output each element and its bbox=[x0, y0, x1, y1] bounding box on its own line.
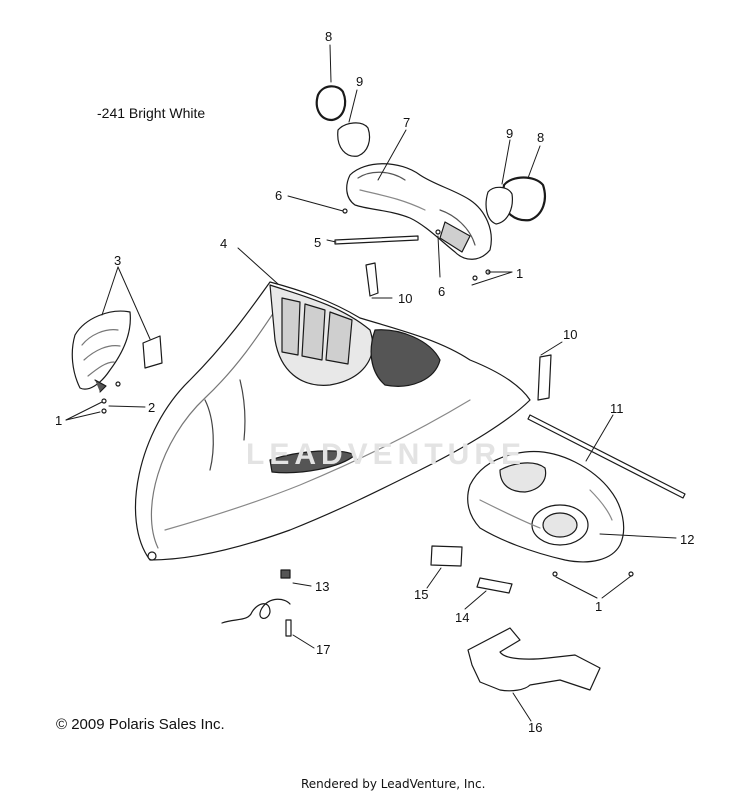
plate-part-16 bbox=[467, 627, 601, 692]
decal-part-15 bbox=[430, 545, 463, 567]
bolt-part-17 bbox=[285, 619, 292, 637]
clip-part-10a bbox=[365, 262, 379, 297]
decal-part-14 bbox=[476, 577, 513, 594]
callout-6b: 6 bbox=[438, 284, 446, 299]
callout-4: 4 bbox=[220, 236, 228, 251]
housing-part-12 bbox=[467, 450, 625, 563]
callout-9a: 9 bbox=[356, 74, 364, 89]
clip-part-10b bbox=[537, 354, 552, 401]
callout-11: 11 bbox=[610, 401, 624, 416]
callout-1a: 1 bbox=[55, 413, 63, 428]
lens-part-9b bbox=[485, 186, 513, 225]
callout-1b: 1 bbox=[516, 266, 524, 281]
callout-15: 15 bbox=[414, 587, 429, 602]
callout-16: 16 bbox=[528, 720, 543, 735]
callout-2: 2 bbox=[148, 400, 156, 415]
small-fasteners bbox=[101, 208, 634, 577]
callout-5: 5 bbox=[314, 235, 322, 250]
callout-9b: 9 bbox=[506, 126, 514, 141]
callout-10b: 10 bbox=[563, 327, 578, 342]
callout-8a: 8 bbox=[325, 29, 333, 44]
side-panel-part-3 bbox=[71, 310, 131, 393]
callout-7: 7 bbox=[403, 115, 411, 130]
wire-harness bbox=[221, 598, 291, 624]
callout-6a: 6 bbox=[275, 188, 283, 203]
decal-part-3 bbox=[142, 335, 163, 369]
callout-3: 3 bbox=[114, 253, 122, 268]
hood-part-4 bbox=[134, 281, 531, 561]
callout-14: 14 bbox=[455, 610, 470, 625]
copyright-notice: © 2009 Polaris Sales Inc. bbox=[56, 716, 225, 733]
color-note: -241 Bright White bbox=[97, 105, 206, 121]
gauge-pod-part-7 bbox=[346, 163, 492, 260]
lens-part-9a bbox=[337, 122, 371, 157]
callout-17: 17 bbox=[316, 642, 331, 657]
lens-ring-part-8a bbox=[315, 85, 347, 122]
callout-12: 12 bbox=[680, 532, 695, 547]
rod-part-11 bbox=[527, 414, 686, 499]
fastener-part-13 bbox=[280, 569, 291, 579]
callout-10a: 10 bbox=[398, 291, 413, 306]
callout-1c: 1 bbox=[595, 599, 603, 614]
watermark-text: LEADVENTURE bbox=[246, 438, 527, 471]
footer-credit: Rendered by LeadVenture, Inc. bbox=[301, 777, 486, 791]
strip-part-5 bbox=[334, 235, 419, 245]
callout-8b: 8 bbox=[537, 130, 545, 145]
callout-13: 13 bbox=[315, 579, 330, 594]
leader-lines bbox=[65, 44, 677, 722]
